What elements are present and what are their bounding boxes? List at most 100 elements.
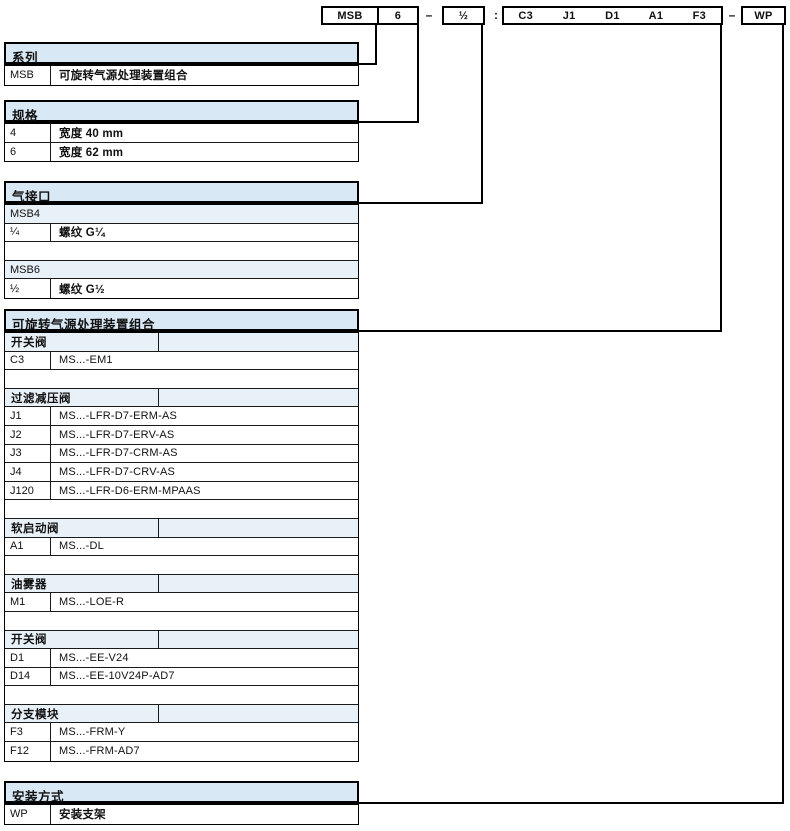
option-code: J2 xyxy=(5,425,51,444)
subsection-label: 过滤减压阀 xyxy=(5,388,159,407)
code-cell: F3 xyxy=(692,9,707,22)
option-code: WP xyxy=(5,805,51,824)
connector-series-vertical xyxy=(375,24,377,65)
table-row: M1 MS...-LOE-R xyxy=(5,593,358,612)
table-row xyxy=(5,686,358,705)
subsection-filler xyxy=(159,388,358,407)
header-divider xyxy=(4,201,359,205)
option-code: J3 xyxy=(5,444,51,463)
option-description: MS...-LFR-D7-ERM-AS xyxy=(59,410,178,423)
code-separator: : xyxy=(494,8,498,22)
code-box-mounting: WP xyxy=(741,6,786,25)
code-cell: A1 xyxy=(648,9,664,22)
option-code: C3 xyxy=(5,351,51,370)
table-row xyxy=(5,242,358,261)
table-title: 系列 xyxy=(4,42,359,65)
code-cell: D1 xyxy=(605,9,620,22)
option-description: MS...-EE-10V24P-AD7 xyxy=(59,670,175,683)
table-row xyxy=(5,370,358,389)
option-code: A1 xyxy=(5,537,51,556)
option-code: J120 xyxy=(5,481,51,500)
code-cell: 6 xyxy=(377,8,417,23)
table-row: J120 MS...-LFR-D6-ERM-MPAAS xyxy=(5,481,358,501)
header-divider xyxy=(4,329,359,333)
option-code: F12 xyxy=(5,742,51,761)
subsection-filler xyxy=(159,574,358,593)
subsection-filler xyxy=(159,704,358,723)
table-row: 油雾器 xyxy=(5,574,358,594)
table-title: 规格 xyxy=(4,100,359,123)
code-separator: – xyxy=(425,8,433,22)
subsection-filler xyxy=(159,333,358,351)
option-code: ½ xyxy=(5,279,51,298)
code-cell: MSB xyxy=(337,9,363,22)
option-code: M1 xyxy=(5,593,51,611)
subsection-label: 软启动阀 xyxy=(5,518,159,537)
subsection-label: MSB6 xyxy=(5,260,358,279)
table-row: 开关阀 xyxy=(5,630,358,650)
table-row: J3 MS...-LFR-D7-CRM-AS xyxy=(5,444,358,464)
code-box-series-size: MSB 6 xyxy=(321,6,419,25)
code-cell: ½ xyxy=(458,9,469,22)
option-code: J4 xyxy=(5,463,51,481)
table-row xyxy=(5,556,358,575)
option-description: 螺纹 G½ xyxy=(59,283,105,296)
table-row xyxy=(5,611,358,631)
header-divider xyxy=(4,120,359,124)
header-divider xyxy=(4,801,359,805)
table-row: A1 MS...-DL xyxy=(5,537,358,557)
table-row: ½ 螺纹 G½ xyxy=(5,279,358,298)
subsection-filler xyxy=(159,630,358,649)
table-row: J2 MS...-LFR-D7-ERV-AS xyxy=(5,425,358,445)
option-description: MS...-LFR-D7-ERV-AS xyxy=(59,428,175,441)
option-description: MS...-LFR-D7-CRM-AS xyxy=(59,447,178,460)
table-row xyxy=(5,500,358,519)
table-title: 气接口 xyxy=(4,181,359,204)
subsection-label: 分支模块 xyxy=(5,704,159,723)
table-title: 安装方式 xyxy=(4,781,359,804)
option-description: MS...-EE-V24 xyxy=(59,651,129,664)
connector-size-vertical xyxy=(417,24,419,123)
option-description: MS...-LFR-D6-ERM-MPAAS xyxy=(59,484,201,497)
option-description: 宽度 40 mm xyxy=(59,127,124,140)
subsection-label: 开关阀 xyxy=(5,333,159,351)
connector-port-vertical xyxy=(481,24,483,204)
code-cell: J1 xyxy=(562,9,576,22)
option-description: MS...-FRM-AD7 xyxy=(59,745,140,758)
table-row: F12 MS...-FRM-AD7 xyxy=(5,742,358,761)
table-row: 开关阀 xyxy=(5,333,358,352)
table-row: MSB6 xyxy=(5,260,358,280)
option-code: D14 xyxy=(5,667,51,686)
connector-size-horizontal xyxy=(358,121,419,123)
table-row: D14 MS...-EE-10V24P-AD7 xyxy=(5,667,358,687)
option-code: F3 xyxy=(5,723,51,742)
option-description: 宽度 62 mm xyxy=(59,146,124,159)
code-cell: WP xyxy=(754,9,773,22)
option-description: MS...-LOE-R xyxy=(59,596,125,609)
subsection-filler xyxy=(159,518,358,537)
table-row: 分支模块 xyxy=(5,704,358,724)
option-description: MS...-DL xyxy=(59,540,104,553)
option-code: ¼ xyxy=(5,223,51,242)
table-row: 软启动阀 xyxy=(5,518,358,538)
header-divider xyxy=(4,62,359,66)
option-code: MSB xyxy=(5,66,51,85)
subsection-label: MSB4 xyxy=(5,205,358,223)
